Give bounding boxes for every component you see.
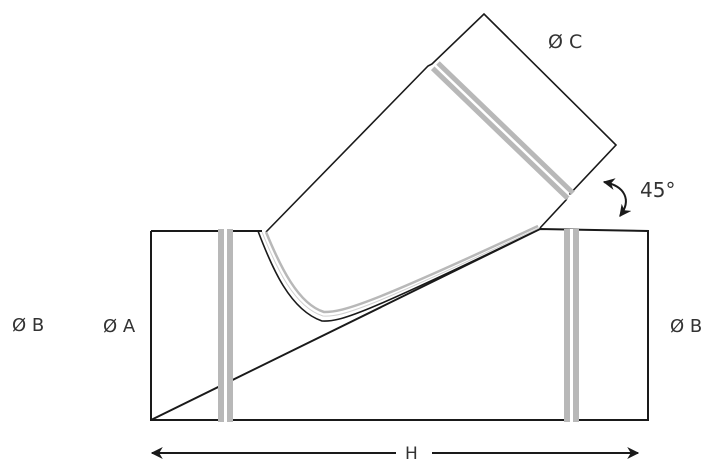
right-seam [564,229,579,422]
angle-arrow [602,178,632,217]
left-seam [218,229,233,422]
label-angle: 45° [640,178,676,202]
label-length-h: H [405,444,418,464]
branch-pipe [257,12,618,322]
label-diameter-c: Ø C [548,31,583,53]
main-pipe [150,227,649,421]
label-diameter-b-outer: Ø B [12,315,45,336]
label-diameter-a: Ø A [103,316,136,337]
label-diameter-b-right: Ø B [670,316,703,337]
